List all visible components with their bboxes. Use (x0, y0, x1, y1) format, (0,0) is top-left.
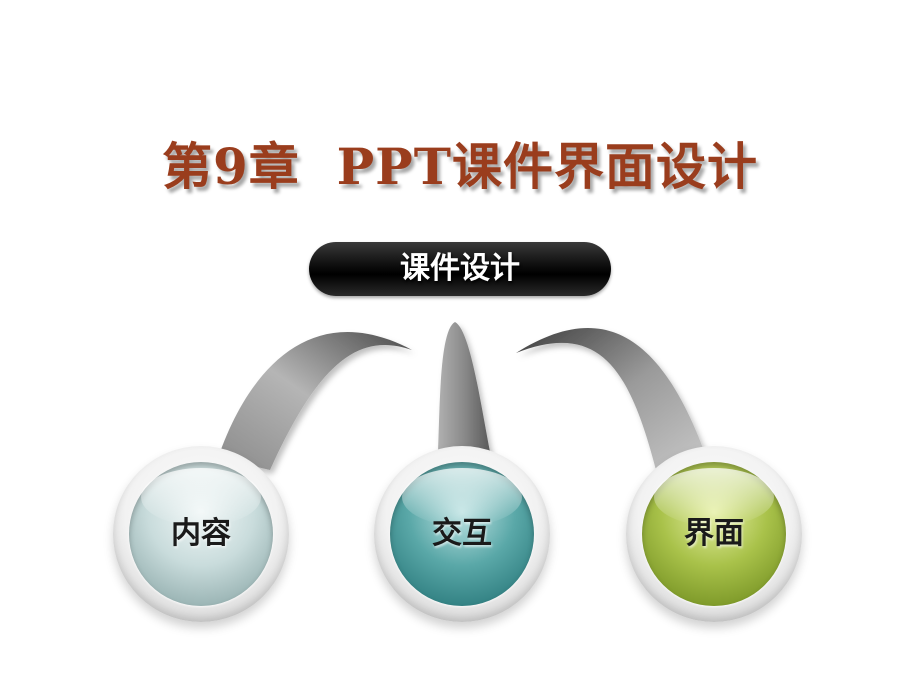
center-pill-label: 课件设计 (400, 251, 520, 286)
node-interaction: 交互 (374, 446, 550, 622)
connector-left (218, 331, 412, 470)
center-pill: 课件设计 (309, 242, 611, 296)
node-interface-gloss (654, 468, 774, 526)
node-content-label: 内容 (171, 516, 231, 551)
node-interaction-gloss (402, 468, 522, 526)
node-interface-label: 界面 (684, 516, 744, 551)
connector-right (516, 328, 706, 470)
node-interaction-label: 交互 (432, 516, 492, 551)
connector-middle (438, 322, 490, 452)
node-content: 内容 (113, 446, 289, 622)
slide-title: 第9章 PPT课件界面设计 (161, 137, 758, 196)
node-interface: 界面 (626, 446, 802, 622)
node-content-gloss (141, 468, 261, 526)
